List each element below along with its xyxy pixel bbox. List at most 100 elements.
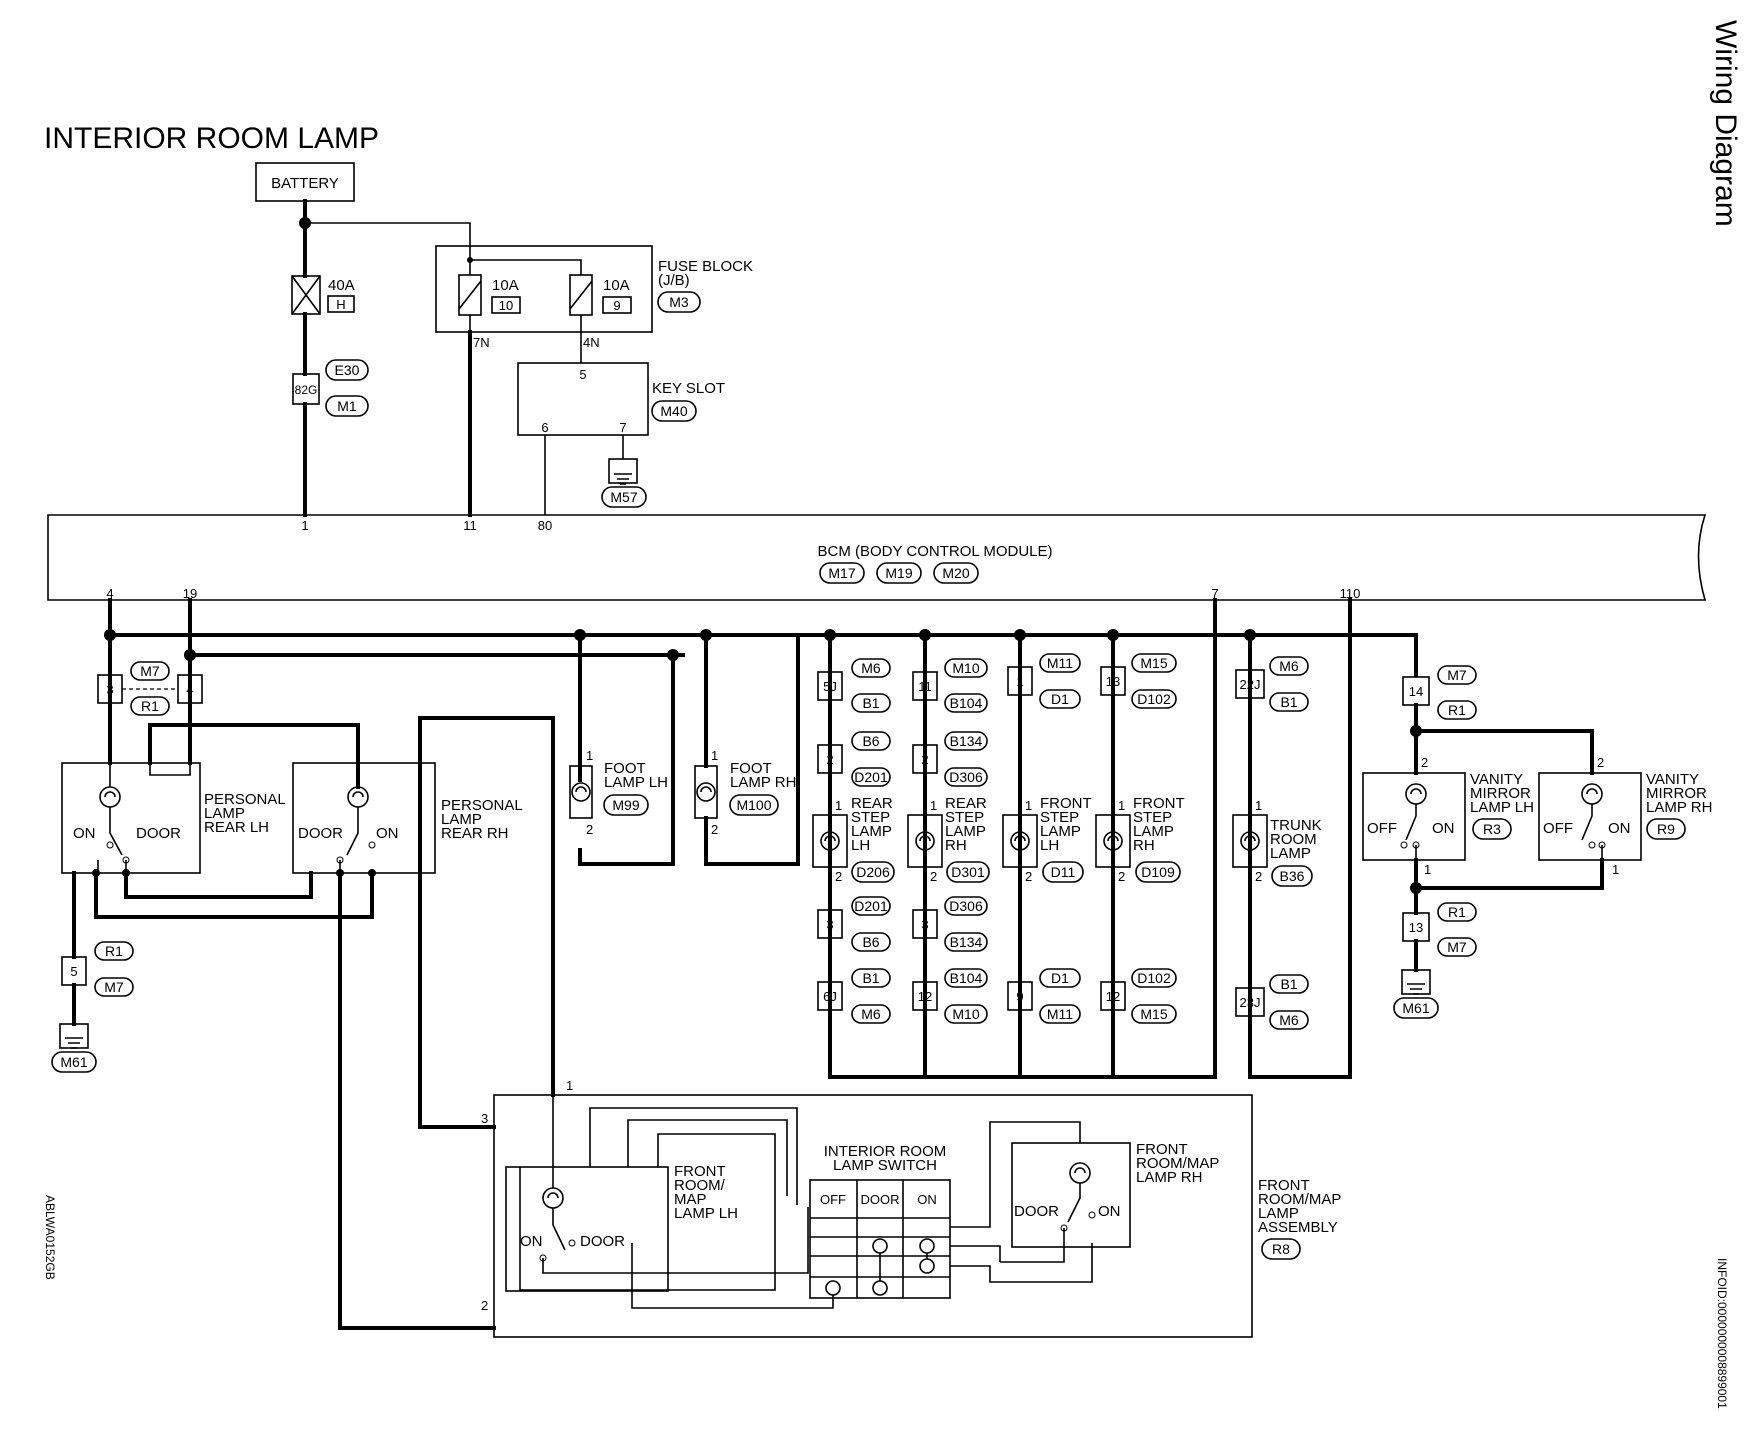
svg-text:TRUNK: TRUNK bbox=[1270, 817, 1322, 834]
svg-text:1: 1 bbox=[1424, 862, 1431, 877]
svg-text:FOOT: FOOT bbox=[730, 760, 772, 777]
svg-text:REAR: REAR bbox=[851, 795, 893, 812]
svg-text:M10: M10 bbox=[952, 660, 979, 676]
svg-text:M11: M11 bbox=[1047, 1006, 1073, 1022]
svg-text:STEP: STEP bbox=[1040, 809, 1079, 826]
svg-text:LAMP RH: LAMP RH bbox=[730, 774, 796, 791]
svg-text:STEP: STEP bbox=[851, 809, 890, 826]
front-step-lamp-rh: 13 M15 D102 1 2 FRONT STEP LAMP RH D109 … bbox=[1095, 653, 1185, 1024]
svg-text:R1: R1 bbox=[1448, 904, 1466, 920]
svg-text:1: 1 bbox=[301, 518, 308, 533]
svg-text:M10: M10 bbox=[952, 1006, 979, 1022]
svg-text:11: 11 bbox=[918, 679, 932, 694]
svg-text:M19: M19 bbox=[885, 565, 912, 581]
svg-text:M1: M1 bbox=[337, 398, 357, 414]
svg-text:82G: 82G bbox=[295, 383, 318, 397]
svg-text:LAMP: LAMP bbox=[1133, 823, 1174, 840]
svg-text:DOOR: DOOR bbox=[1014, 1203, 1059, 1220]
svg-text:H: H bbox=[336, 297, 345, 312]
ground-icon bbox=[608, 458, 638, 485]
svg-text:B104: B104 bbox=[950, 970, 983, 986]
svg-text:110: 110 bbox=[1340, 586, 1361, 601]
svg-text:MIRROR: MIRROR bbox=[1646, 785, 1707, 802]
svg-text:2: 2 bbox=[586, 822, 593, 837]
svg-text:REAR LH: REAR LH bbox=[204, 819, 269, 836]
svg-text:LH: LH bbox=[851, 837, 870, 854]
vanity-jc: 14 M7 R1 bbox=[1402, 665, 1477, 720]
svg-text:MIRROR: MIRROR bbox=[1470, 785, 1531, 802]
vanity-mirror-lamp-lh: OFF ON 2 1 VANITY MIRROR LAMP LH R3 bbox=[1362, 755, 1534, 877]
vanity-mirror-lamp-rh: OFF ON 2 1 VANITY MIRROR LAMP RH R9 bbox=[1538, 755, 1712, 877]
svg-text:D201: D201 bbox=[854, 769, 888, 785]
svg-text:M15: M15 bbox=[1140, 655, 1167, 671]
svg-text:REAR RH: REAR RH bbox=[441, 825, 509, 842]
svg-text:M6: M6 bbox=[861, 1006, 881, 1022]
svg-text:B1: B1 bbox=[862, 970, 879, 986]
svg-text:9: 9 bbox=[613, 298, 620, 313]
svg-text:1: 1 bbox=[566, 1078, 573, 1093]
svg-text:LAMP: LAMP bbox=[1258, 1205, 1299, 1222]
trunk-room-lamp: 22J M6 B1 1 2 TRUNK ROOM LAMP B36 23J B1… bbox=[1232, 656, 1322, 1030]
svg-text:D102: D102 bbox=[1137, 691, 1171, 707]
svg-text:2: 2 bbox=[1255, 869, 1262, 884]
svg-text:(J/B): (J/B) bbox=[658, 272, 690, 289]
svg-text:R3: R3 bbox=[1483, 821, 1501, 837]
svg-text:LAMP LH: LAMP LH bbox=[604, 774, 668, 791]
svg-text:80: 80 bbox=[538, 518, 552, 533]
rear-step-lamp-rh: 11 M10 B104 2 B134 D306 1 2 REAR STEP LA… bbox=[907, 658, 990, 1024]
svg-text:M20: M20 bbox=[942, 565, 969, 581]
bcm-module: 1 11 80 4 19 7 110 BCM (BODY CONTROL MOD… bbox=[47, 514, 1707, 601]
svg-text:7: 7 bbox=[619, 420, 626, 435]
svg-text:FRONT: FRONT bbox=[674, 1163, 726, 1180]
svg-text:5: 5 bbox=[70, 964, 77, 979]
svg-text:M3: M3 bbox=[669, 294, 689, 310]
front-room-map-lamp-lh: ON DOOR FRONT ROOM/ MAP LAMP LH bbox=[505, 1163, 738, 1292]
svg-text:14: 14 bbox=[1409, 684, 1423, 699]
svg-text:FRONT: FRONT bbox=[1136, 1141, 1188, 1158]
svg-text:DOOR: DOOR bbox=[298, 825, 343, 842]
svg-text:MAP: MAP bbox=[674, 1191, 707, 1208]
svg-text:1: 1 bbox=[586, 748, 593, 763]
svg-text:FRONT: FRONT bbox=[1258, 1177, 1310, 1194]
svg-text:2: 2 bbox=[921, 752, 928, 767]
svg-text:6J: 6J bbox=[823, 989, 837, 1004]
svg-text:M7: M7 bbox=[1447, 939, 1467, 955]
svg-text:1: 1 bbox=[1016, 674, 1023, 689]
diagram-title: INTERIOR ROOM LAMP bbox=[44, 122, 379, 155]
svg-text:LH: LH bbox=[1040, 837, 1059, 854]
svg-text:M61: M61 bbox=[60, 1054, 87, 1070]
svg-text:4: 4 bbox=[186, 682, 193, 697]
svg-text:19: 19 bbox=[183, 586, 197, 601]
svg-text:DOOR: DOOR bbox=[136, 825, 181, 842]
svg-text:B6: B6 bbox=[862, 733, 879, 749]
svg-text:DOOR: DOOR bbox=[861, 1192, 900, 1207]
svg-text:M40: M40 bbox=[660, 403, 687, 419]
svg-text:D102: D102 bbox=[1137, 970, 1171, 986]
svg-text:M99: M99 bbox=[612, 797, 639, 813]
svg-text:1: 1 bbox=[1612, 862, 1619, 877]
svg-text:5J: 5J bbox=[823, 679, 837, 694]
svg-text:M61: M61 bbox=[1402, 1000, 1429, 1016]
svg-text:B1: B1 bbox=[1280, 976, 1297, 992]
front-room-map-lamp-assembly: 1 3 2 FRONT ROOM/MAP LAMP ASSEMBLY R8 bbox=[481, 1078, 1341, 1338]
svg-text:FUSE BLOCK: FUSE BLOCK bbox=[658, 258, 753, 275]
svg-text:11: 11 bbox=[463, 518, 477, 533]
ground-left: 5 R1 M7 M61 bbox=[51, 941, 134, 1073]
svg-text:10: 10 bbox=[499, 298, 513, 313]
svg-text:2: 2 bbox=[1421, 755, 1428, 770]
foot-lamp-lh: 1 2 FOOT LAMP LH M99 bbox=[569, 748, 668, 837]
svg-text:DOOR: DOOR bbox=[580, 1233, 625, 1250]
svg-text:9: 9 bbox=[1016, 989, 1023, 1004]
svg-text:RH: RH bbox=[1133, 837, 1155, 854]
svg-text:3: 3 bbox=[481, 1111, 488, 1126]
svg-text:B134: B134 bbox=[950, 733, 983, 749]
svg-text:3: 3 bbox=[106, 682, 113, 697]
svg-text:D109: D109 bbox=[1141, 864, 1175, 880]
svg-text:5: 5 bbox=[579, 367, 586, 382]
svg-text:D1: D1 bbox=[1051, 691, 1069, 707]
svg-text:D1: D1 bbox=[1051, 970, 1069, 986]
svg-text:2: 2 bbox=[1118, 869, 1125, 884]
svg-text:B36: B36 bbox=[1280, 868, 1305, 884]
svg-text:FOOT: FOOT bbox=[604, 760, 646, 777]
